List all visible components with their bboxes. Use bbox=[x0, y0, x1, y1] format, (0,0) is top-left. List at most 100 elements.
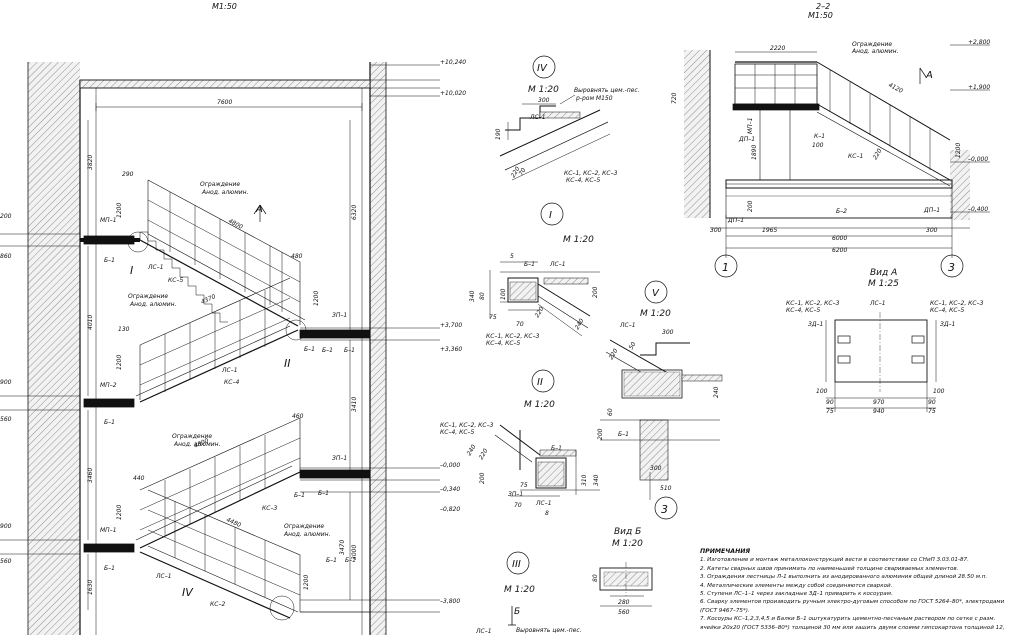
detail-III-labels: III М 1:20 Выровнять цем.-пес. ЛС–1 Б bbox=[475, 559, 582, 635]
vid-a-d90b: 90 bbox=[928, 399, 936, 406]
detail-IV bbox=[499, 55, 611, 181]
notes-block: ПРИМЕЧАНИЯ 1. Изготовление и монтаж мета… bbox=[700, 548, 1031, 632]
det-ii-d200: 200 bbox=[479, 472, 486, 484]
level-0340: –0,340 bbox=[440, 486, 460, 493]
label-b1f: Б–1 bbox=[318, 490, 329, 497]
label-ogr2: Ограждение bbox=[128, 293, 168, 300]
view-B-labels: Вид Б М 1:20 280 560 80 bbox=[592, 527, 643, 616]
s22-d720: 720 bbox=[671, 92, 678, 104]
det-v-d60: 60 bbox=[607, 408, 614, 416]
s22-d2220: 2220 bbox=[770, 45, 785, 52]
label-ls1b: ЛС–1 bbox=[221, 367, 238, 374]
section-2-2-labels: 2–2 M1:50 2220 Ограждение Анод. алюмин. … bbox=[671, 2, 990, 274]
det-v-d200: 200 bbox=[597, 428, 604, 440]
label-zp1b: ЗП–1 bbox=[332, 455, 347, 462]
det-ii-d75: 75 bbox=[520, 482, 528, 489]
label-b1a: Б–1 bbox=[104, 257, 115, 264]
detail-I-labels: I М 1:20 Б–1 ЛС–1 340 200 80 100 70 75 К… bbox=[469, 210, 599, 347]
s22-arrowA: А bbox=[925, 70, 933, 81]
note-line: 2. Катеты сварных швов принимать по наим… bbox=[700, 565, 959, 572]
level-1900: +1,900 bbox=[968, 84, 990, 91]
level-200: 200 bbox=[0, 213, 12, 220]
right-wall-hatch bbox=[370, 62, 386, 635]
dim-3410: 3410 bbox=[351, 397, 358, 412]
det-i-d75: 75 bbox=[489, 314, 497, 321]
vid-a-d100a: 100 bbox=[816, 388, 828, 395]
marker-IV: IV bbox=[182, 586, 194, 599]
view-A bbox=[825, 312, 937, 412]
label-b1h: Б–1 bbox=[104, 565, 115, 572]
dim-1200a: 1200 bbox=[116, 203, 123, 218]
s22-d6000: 6000 bbox=[832, 235, 847, 242]
vid-a-ks-r1: КС–1, КС–2, КС–3 bbox=[930, 300, 984, 307]
vid-a-zd1a: ЗД–1 bbox=[808, 321, 823, 328]
dim-4010: 4010 bbox=[87, 315, 94, 330]
det-i-d80: 80 bbox=[479, 292, 486, 300]
section-left-scale: M1:50 bbox=[212, 2, 237, 11]
dim-1200c: 1200 bbox=[116, 355, 123, 370]
label-ks3: КС–3 bbox=[262, 505, 277, 512]
det-ii-d310: 310 bbox=[581, 474, 588, 486]
label-mp2: МП–2 bbox=[100, 382, 117, 389]
level-900b: 900 bbox=[0, 523, 12, 530]
label-ogr1: Ограждение bbox=[200, 181, 240, 188]
section-2-2 bbox=[684, 44, 990, 278]
det-iv-d190: 190 bbox=[495, 128, 502, 140]
roof-slab bbox=[79, 79, 371, 89]
det-v-b1: Б–1 bbox=[618, 431, 629, 438]
level-10020: +10,020 bbox=[440, 90, 466, 97]
vid-a-d100b: 100 bbox=[933, 388, 945, 395]
level-r0400: –0,400 bbox=[968, 206, 988, 213]
s22-mp1: МП–1 bbox=[747, 117, 754, 134]
view-B bbox=[599, 562, 653, 607]
s22-d1965: 1965 bbox=[762, 227, 777, 234]
det-v-ls1: ЛС–1 bbox=[619, 322, 636, 329]
label-ogr4b: Анод. алюмин. bbox=[283, 531, 331, 538]
det-iv-ks2: КС–4, КС–5 bbox=[566, 177, 601, 184]
level-560a: 560 bbox=[0, 416, 12, 423]
det-iii-arrow: Б bbox=[514, 607, 520, 617]
dim-3470: 3470 bbox=[339, 540, 346, 555]
vid-a-d75b: 75 bbox=[928, 408, 936, 415]
level-10240: +10,240 bbox=[440, 59, 466, 66]
s22-d1200: 1200 bbox=[955, 143, 962, 158]
note-line: ячейки 20х20 (ГОСТ 5336–80*) толщиной 30… bbox=[700, 624, 1005, 631]
det-ii-d8: 8 bbox=[545, 510, 549, 517]
dim-460: 460 bbox=[292, 413, 304, 420]
det-ii-zp1: ЗП–1 bbox=[508, 491, 523, 498]
det-ii-num: II bbox=[537, 377, 543, 388]
det-iv-d70: 70 bbox=[518, 167, 528, 177]
det-i-num: I bbox=[549, 210, 552, 221]
label-ogr4: Ограждение bbox=[284, 523, 324, 530]
s22-d300b: 300 bbox=[926, 227, 938, 234]
s22-dp1c: ДП–1 bbox=[923, 207, 940, 214]
det-ii-d340: 340 bbox=[593, 474, 600, 486]
det-iii-ls1: ЛС–1 bbox=[475, 628, 492, 635]
dim-7600: 7600 bbox=[217, 99, 232, 106]
det-i-b1: Б–1 bbox=[524, 261, 535, 268]
vid-a-ks-r2: КС–4, КС–5 bbox=[930, 307, 965, 314]
vid-a-zd1b: ЗД–1 bbox=[940, 321, 955, 328]
dim-4800a: 4800 bbox=[227, 218, 244, 231]
s22-d100: 100 bbox=[812, 142, 824, 149]
s22-scale: M1:50 bbox=[808, 11, 833, 20]
det-v-d240: 240 bbox=[713, 386, 720, 398]
label-b1g: Б–1 bbox=[294, 492, 305, 499]
detail-IV-labels: IV М 1:20 Выровнять цем.-пес. р-ром М150… bbox=[495, 63, 640, 184]
label-ls1c: ЛС–1 bbox=[155, 573, 172, 580]
dim-4480: 4480 bbox=[225, 516, 242, 529]
det-iii-note1: Выровнять цем.-пес. bbox=[516, 627, 582, 634]
s22-d6200: 6200 bbox=[832, 247, 847, 254]
det-i-ks1: КС–1, КС–2, КС–3 bbox=[486, 333, 540, 340]
det-iv-d220: 220 bbox=[510, 165, 522, 179]
marker-I: I bbox=[130, 264, 133, 277]
det-i-d5: 5 bbox=[510, 253, 514, 260]
det-i-d340: 340 bbox=[469, 290, 476, 302]
det-ii-ks2: КС–4, КС–5 bbox=[440, 429, 475, 436]
detail-II bbox=[494, 369, 600, 497]
det-iv-ks1: КС–1, КС–2, КС–3 bbox=[564, 170, 618, 177]
vid-a-d90a: 90 bbox=[826, 399, 834, 406]
det-iii-num: III bbox=[512, 559, 521, 570]
note-line: (ГОСТ 9467–75*). bbox=[700, 607, 750, 614]
